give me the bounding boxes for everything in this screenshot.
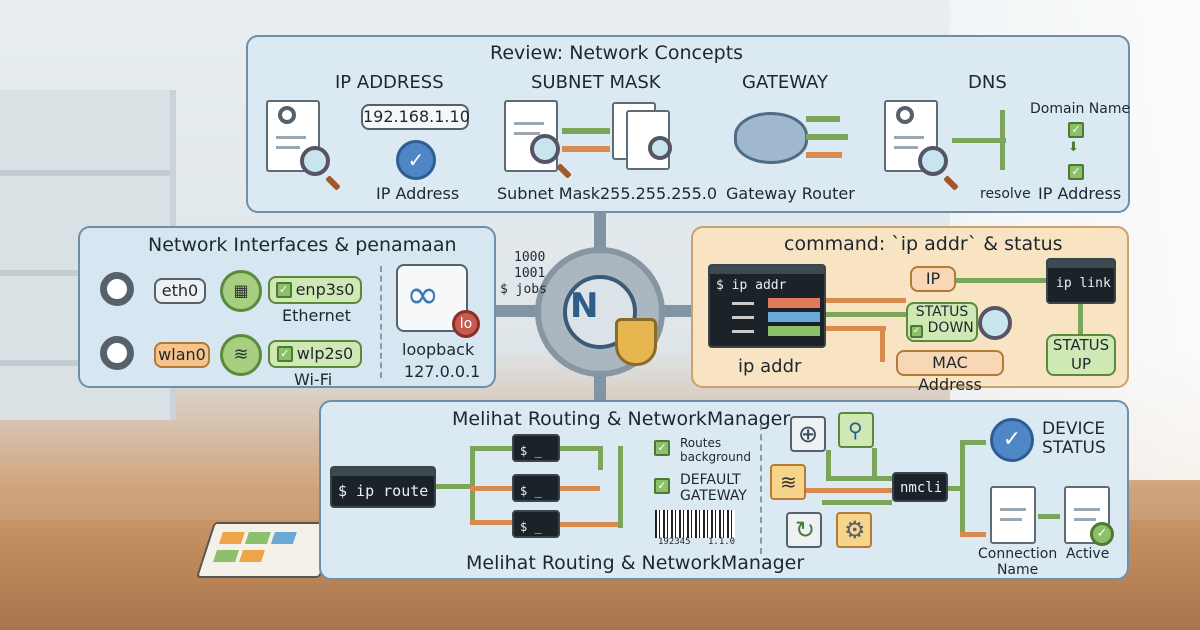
route-terminal-2: $ _ — [512, 474, 560, 502]
connector-left — [496, 305, 540, 317]
check-badge-icon: ✓ — [396, 140, 436, 180]
ip-address-header: IP ADDRESS — [335, 72, 444, 93]
routing-subtitle: Melihat Routing & NetworkManager — [466, 552, 805, 574]
magnifier-icon — [978, 306, 1012, 340]
connector-down — [594, 372, 606, 406]
loopback-caption: loopback — [402, 340, 475, 359]
ethernet-caption: Ethernet — [282, 306, 351, 325]
lo-badge: lo — [452, 310, 480, 338]
ip-status-box: IP — [910, 266, 956, 292]
check-icon: ✓ — [276, 345, 293, 362]
network-n-logo-icon: N — [570, 286, 599, 326]
route-terminal-3: $ _ — [512, 510, 560, 538]
settings-gear-icon: ⚙ — [836, 512, 872, 548]
ip-value-box: 192.168.1.10 — [361, 104, 470, 130]
connector-right — [660, 305, 694, 317]
check-icon: ✓ — [654, 440, 670, 456]
gateway-header: GATEWAY — [742, 72, 828, 93]
magnifier-icon — [918, 146, 948, 176]
check-icon: ✓ — [654, 478, 670, 494]
check-icon: ✓ — [275, 281, 292, 298]
hub-line-3: $ jobs — [500, 282, 547, 297]
nmcli-terminal: nmcli — [892, 472, 948, 502]
concepts-title: Review: Network Concepts — [490, 42, 744, 64]
device-status-label: DEVICE STATUS — [1042, 419, 1106, 458]
wifi-icon: ≋ — [220, 334, 262, 376]
default-gateway-label: DEFAULT GATEWAY — [680, 472, 747, 504]
wlp2s0-label: ✓wlp2s0 — [268, 340, 362, 368]
ethernet-port-icon: ▦ — [220, 270, 262, 312]
dns-domain-name: Domain Name — [1030, 101, 1131, 117]
barcode-icon — [655, 510, 735, 538]
subnet-mask-caption: Subnet Mask — [497, 184, 601, 203]
routes-background-label: Routes background — [680, 436, 751, 464]
status-up-box: STATUS UP — [1046, 334, 1116, 376]
gateway-caption: Gateway Router — [726, 184, 855, 203]
subnet-document-icon — [504, 100, 558, 172]
mac-address-box: MAC Address — [896, 350, 1004, 394]
interfaces-title: Network Interfaces & penamaan — [148, 234, 457, 256]
loopback-address: 127.0.0.1 — [404, 362, 481, 381]
settings-lock-icon — [100, 272, 134, 306]
hub-line-2: 1001 — [514, 266, 546, 281]
globe-icon: ⊕ — [790, 416, 826, 452]
ip-address-caption: IP Address — [376, 184, 460, 203]
check-icon: ✓ — [1068, 122, 1084, 138]
magnifier-icon — [300, 146, 330, 176]
notebook-illustration — [195, 522, 339, 578]
eth0-label: eth0 — [154, 278, 206, 304]
dns-resolve-label: resolve — [980, 186, 1031, 202]
gear-icon — [896, 106, 914, 124]
check-icon: ✓ — [1068, 164, 1084, 180]
magnifier-icon — [648, 136, 672, 160]
network-tree-icon: ⚲ — [838, 412, 874, 448]
hub-line-1: 1000 — [514, 250, 546, 265]
refresh-icon: ↻ — [786, 512, 822, 548]
arrow-down-icon: ⬇ — [1068, 140, 1079, 155]
device-status-badge-icon: ✓ — [990, 418, 1034, 462]
ip-addr-terminal: $ ip addr — [708, 264, 826, 348]
ip-addr-title: command: `ip addr` & status — [784, 233, 1063, 255]
settings-lock-icon — [100, 336, 134, 370]
enp3s0-label: ✓enp3s0 — [268, 276, 362, 304]
loopback-infinity-icon: ∞ — [396, 264, 468, 332]
gear-icon — [278, 106, 296, 124]
active-label: Active — [1066, 546, 1110, 562]
wlan0-label: wlan0 — [154, 342, 210, 368]
connection-name-label: Connection Name — [978, 546, 1058, 578]
route-terminal-1: $ _ — [512, 434, 560, 462]
ip-route-terminal: $ ip route — [330, 466, 436, 508]
routing-title: Melihat Routing & NetworkManager — [452, 408, 791, 430]
ip-addr-caption: ip addr — [738, 356, 802, 377]
subnet-mask-value: 255.255.255.0 — [600, 184, 718, 203]
dns-ip-address: IP Address — [1038, 184, 1122, 203]
ip-addr-command: $ ip addr — [716, 278, 787, 293]
router-icon — [734, 112, 808, 164]
wifi-caption: Wi-Fi — [294, 370, 333, 389]
shield-icon — [615, 318, 657, 366]
ip-link-terminal: ip link — [1046, 258, 1116, 304]
subnet-mask-header: SUBNET MASK — [531, 72, 661, 93]
check-badge-icon: ✓ — [1090, 522, 1114, 546]
check-icon: ✓ — [910, 325, 924, 338]
dns-header: DNS — [968, 72, 1007, 93]
magnifier-icon — [530, 134, 560, 164]
connector-up — [594, 212, 606, 252]
status-down-box: STATUS ✓ DOWN — [906, 302, 978, 342]
connection-document-icon — [990, 486, 1036, 544]
wifi-network-icon: ≋ — [770, 464, 806, 500]
